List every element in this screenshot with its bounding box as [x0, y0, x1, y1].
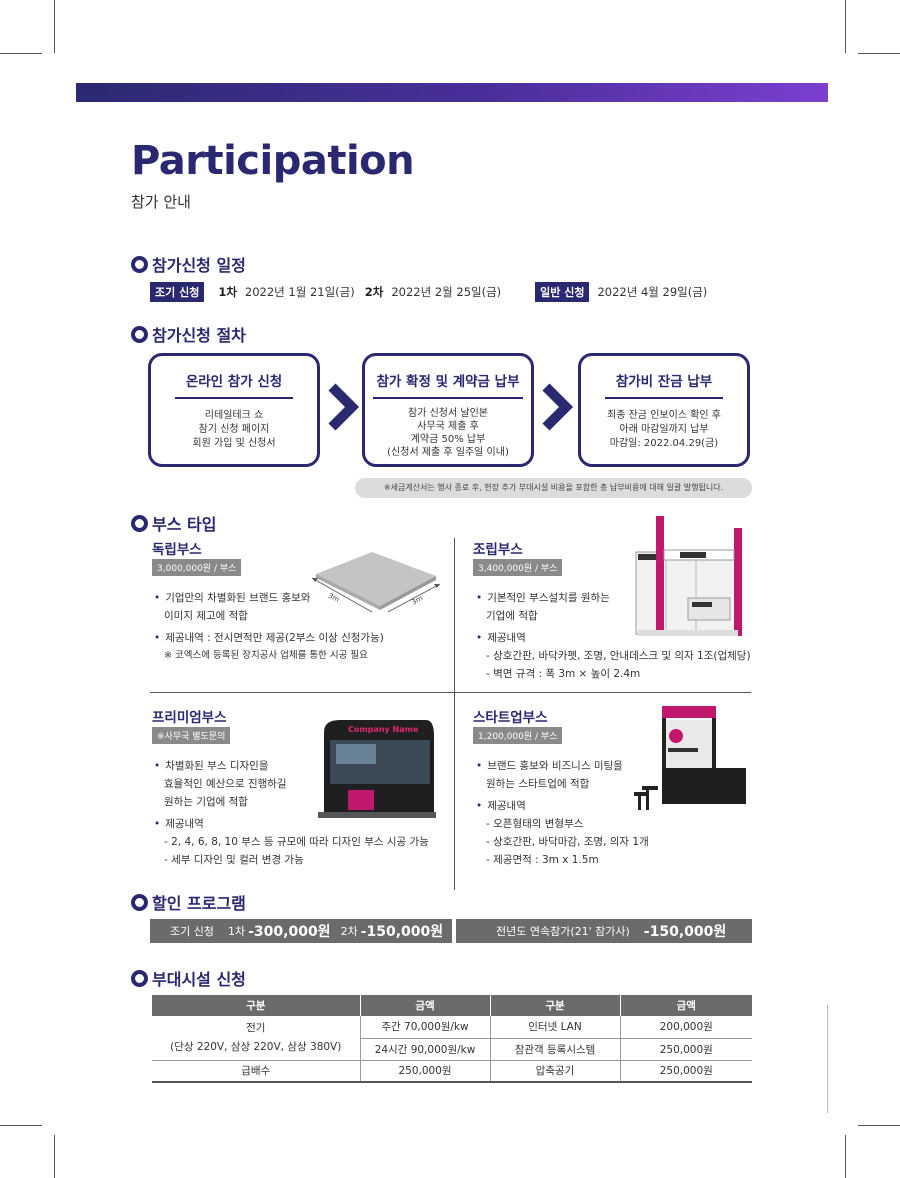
- assembly-booth-details: 기본적인 부스설치를 원하는 기업에 적합 제공내역 - 상호간판, 바닥카펫,…: [476, 589, 751, 683]
- crop-mark: [0, 1125, 42, 1126]
- premium-booth-price: ※사무국 별도문의: [152, 727, 231, 744]
- general-badge: 일반 신청: [535, 282, 590, 302]
- ring-bullet-icon: [131, 969, 148, 987]
- crop-mark: [827, 1005, 828, 1113]
- schedule-row: 조기 신청 1차 2022년 1월 21일(금) 2차 2022년 2월 25일…: [150, 282, 707, 302]
- round1-label: 1차: [218, 285, 237, 299]
- page-title: Participation: [131, 138, 415, 184]
- premium-booth-title: 프리미엄부스: [152, 710, 227, 726]
- table-row: 급배수 250,000원 압축공기 250,000원: [152, 1060, 752, 1083]
- crop-mark: [0, 53, 42, 54]
- step-card-1: 온라인 참가 신청 리테일테크 쇼 참기 신청 페이지 회원 가입 및 신청서: [148, 353, 320, 467]
- independent-booth-price: 3,000,000원 / 부스: [152, 559, 242, 576]
- booth-divider-horizontal: [150, 692, 751, 693]
- table-header-row: 구분 금액 구분 금액: [152, 995, 752, 1016]
- independent-booth-details: 기업만의 차별화된 브랜드 홍보와 이미지 제고에 적합 제공내역 : 전시면적…: [154, 589, 384, 665]
- page-subtitle: 참가 안내: [131, 193, 191, 211]
- section-facilities-heading: 부대시설 신청: [131, 966, 246, 990]
- startup-booth-title: 스타트업부스: [473, 710, 548, 726]
- tax-invoice-note: ※세금계산서는 행사 종료 후, 현장 추가 부대시설 비용을 포함한 총 납부…: [355, 478, 752, 498]
- crop-mark: [54, 0, 55, 53]
- section-schedule-heading: 참가신청 일정: [131, 252, 246, 276]
- table-row: 24시간 90,000원/kw 참관객 등록시스템 250,000원: [152, 1038, 752, 1061]
- startup-booth-illustration: [634, 706, 746, 810]
- round2-label: 2차: [364, 285, 384, 299]
- step-card-3: 참가비 잔금 납부 최종 잔금 인보이스 확인 후 아래 마감일까지 납부 마감…: [578, 353, 750, 467]
- crop-mark: [858, 1125, 900, 1126]
- table-row: 전기 (단상 220V, 삼상 220V, 삼상 380V) 주간 70,000…: [152, 1016, 752, 1061]
- premium-booth-details: 차별화된 부스 디자인을 효율적인 예산으로 진행하길 원하는 기업에 적합 제…: [154, 757, 429, 869]
- chevron-right-icon: [328, 383, 360, 431]
- section-procedure-heading: 참가신청 절차: [131, 322, 246, 346]
- consecutive-discount-bar: 전년도 연속참가(21' 참가사) -150,000원: [456, 919, 752, 943]
- assembly-booth-price: 3,400,000원 / 부스: [473, 559, 563, 576]
- section-discount-heading: 할인 프로그램: [131, 890, 246, 914]
- round1-date: 2022년 1월 21일(금): [244, 285, 355, 299]
- company-name-sign: Company Name: [348, 725, 419, 734]
- early-badge: 조기 신청: [150, 282, 205, 302]
- ring-bullet-icon: [131, 893, 148, 911]
- startup-booth-details: 브랜드 홍보와 비즈니스 미팅을 원하는 스타트업에 적합 제공내역 - 오픈형…: [476, 757, 649, 869]
- crop-mark: [845, 1135, 846, 1178]
- general-date: 2022년 4월 29일(금): [597, 285, 708, 299]
- crop-mark: [54, 1135, 55, 1178]
- assembly-booth-title: 조립부스: [473, 542, 523, 558]
- booth-divider-vertical: [454, 538, 455, 890]
- round2-date: 2022년 2월 25일(금): [391, 285, 502, 299]
- section-booth-heading: 부스 타입: [131, 511, 216, 535]
- startup-booth-price: 1,200,000원 / 부스: [473, 727, 563, 744]
- dimension-label: 3m: [410, 594, 424, 606]
- early-discount-bar: 조기 신청 1차 -300,000원 2차 -150,000원: [150, 919, 452, 943]
- step-card-2: 참가 확정 및 계약금 납부 참가 신청서 날인본 사무국 제출 후 계약금 5…: [362, 353, 534, 467]
- ring-bullet-icon: [131, 514, 148, 532]
- chevron-right-icon: [542, 383, 574, 431]
- ring-bullet-icon: [131, 255, 148, 273]
- crop-mark: [858, 53, 900, 54]
- ring-bullet-icon: [131, 325, 148, 343]
- crop-mark: [845, 0, 846, 53]
- facilities-table: 구분 금액 구분 금액 전기 (단상 220V, 삼상 220V, 삼상 380…: [152, 995, 752, 1083]
- top-gradient-bar: [76, 83, 828, 102]
- independent-booth-title: 독립부스: [152, 542, 202, 558]
